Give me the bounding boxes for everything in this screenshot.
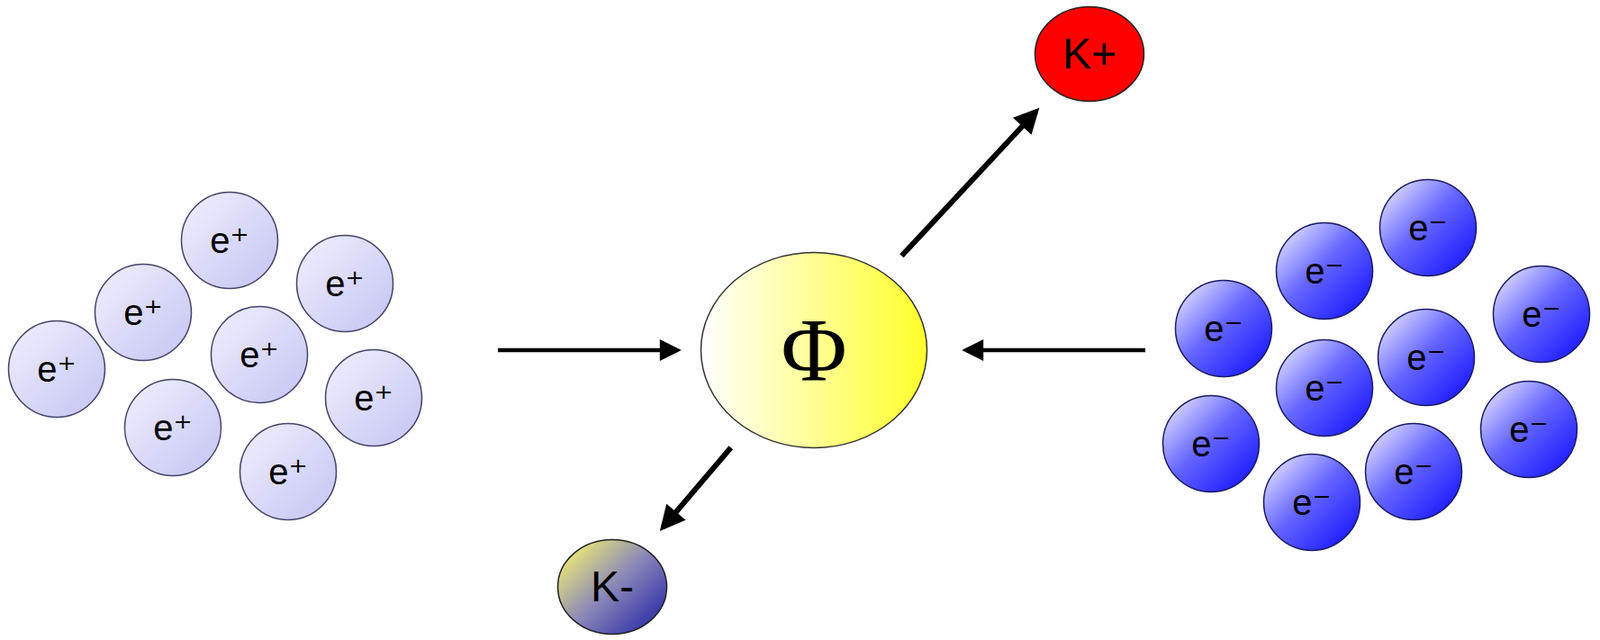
particle-shape (211, 307, 308, 404)
beam-arrow (497, 348, 678, 353)
particle-node: e⁺ (295, 234, 395, 334)
particle-shape (1481, 381, 1578, 479)
particle-shape (1163, 396, 1260, 493)
beam-arrow (966, 348, 1146, 353)
particle-node: e⁻ (1479, 379, 1579, 480)
particle-shape (297, 235, 394, 333)
particle-shape (1493, 266, 1591, 363)
particle-label: e⁻ (1304, 370, 1344, 407)
particle-node: e⁺ (209, 305, 309, 405)
particle-node: e⁺ (123, 378, 223, 478)
particle-label: e⁻ (1304, 253, 1344, 290)
particle-node: K- (556, 538, 669, 636)
particle-shape (1276, 340, 1374, 437)
particle-label: e⁻ (1509, 411, 1548, 448)
particle-node: e⁺ (7, 319, 107, 419)
particle-shape (1276, 223, 1374, 320)
particle-shape (1365, 424, 1463, 521)
particle-node: e⁺ (180, 190, 280, 290)
particle-shape (1264, 454, 1361, 552)
particle-shape (325, 350, 423, 447)
particle-node: e⁻ (1274, 221, 1375, 321)
particle-node: e⁻ (1174, 279, 1274, 379)
particle-node: e⁻ (1274, 338, 1375, 438)
particle-label: e⁺ (325, 265, 364, 302)
particle-label: e⁺ (239, 336, 279, 373)
particle-node: e⁺ (324, 348, 424, 448)
particle-node: e⁻ (1161, 394, 1261, 494)
particle-node: Φ (699, 251, 929, 450)
particle-label: e⁻ (1408, 209, 1447, 246)
particle-shape (9, 321, 106, 418)
particle-shape (1035, 7, 1145, 102)
particle-shape (240, 424, 337, 521)
particle-node: K+ (1033, 5, 1146, 103)
decay-arrow (901, 111, 1036, 256)
particle-shape (1175, 280, 1273, 378)
particle-node: e⁻ (1378, 178, 1478, 278)
particle-shape (181, 192, 279, 290)
particle-label: e⁺ (268, 453, 308, 490)
particle-label: K- (590, 565, 634, 609)
particle-shape (558, 540, 668, 635)
particle-shape (701, 253, 928, 449)
particle-node: e⁻ (1262, 452, 1362, 552)
particle-label: K+ (1062, 32, 1117, 76)
particle-label: e⁺ (353, 379, 393, 416)
particle-node: e⁺ (93, 262, 193, 362)
particle-node: e⁻ (1364, 422, 1464, 522)
particle-node: e⁻ (1376, 307, 1476, 407)
particle-shape (1380, 180, 1477, 277)
particle-node: e⁻ (1491, 264, 1591, 364)
particle-shape (125, 379, 222, 477)
particle-label: e⁻ (1191, 425, 1230, 462)
particle-label: e⁻ (1203, 310, 1243, 347)
particle-label: e⁻ (1406, 339, 1446, 376)
particle-label: e⁻ (1521, 296, 1561, 333)
decay-arrow (662, 447, 731, 527)
particle-label: Φ (780, 305, 847, 396)
particle-label: e⁺ (36, 351, 76, 388)
particle-node: e⁺ (238, 422, 338, 522)
particle-shape (1378, 309, 1475, 407)
particle-label: e⁻ (1393, 453, 1433, 490)
particle-label: e⁺ (123, 294, 163, 331)
particle-label: e⁺ (209, 222, 249, 259)
particle-label: e⁻ (1292, 484, 1331, 521)
particle-shape (95, 264, 192, 362)
particle-label: e⁺ (153, 409, 192, 446)
